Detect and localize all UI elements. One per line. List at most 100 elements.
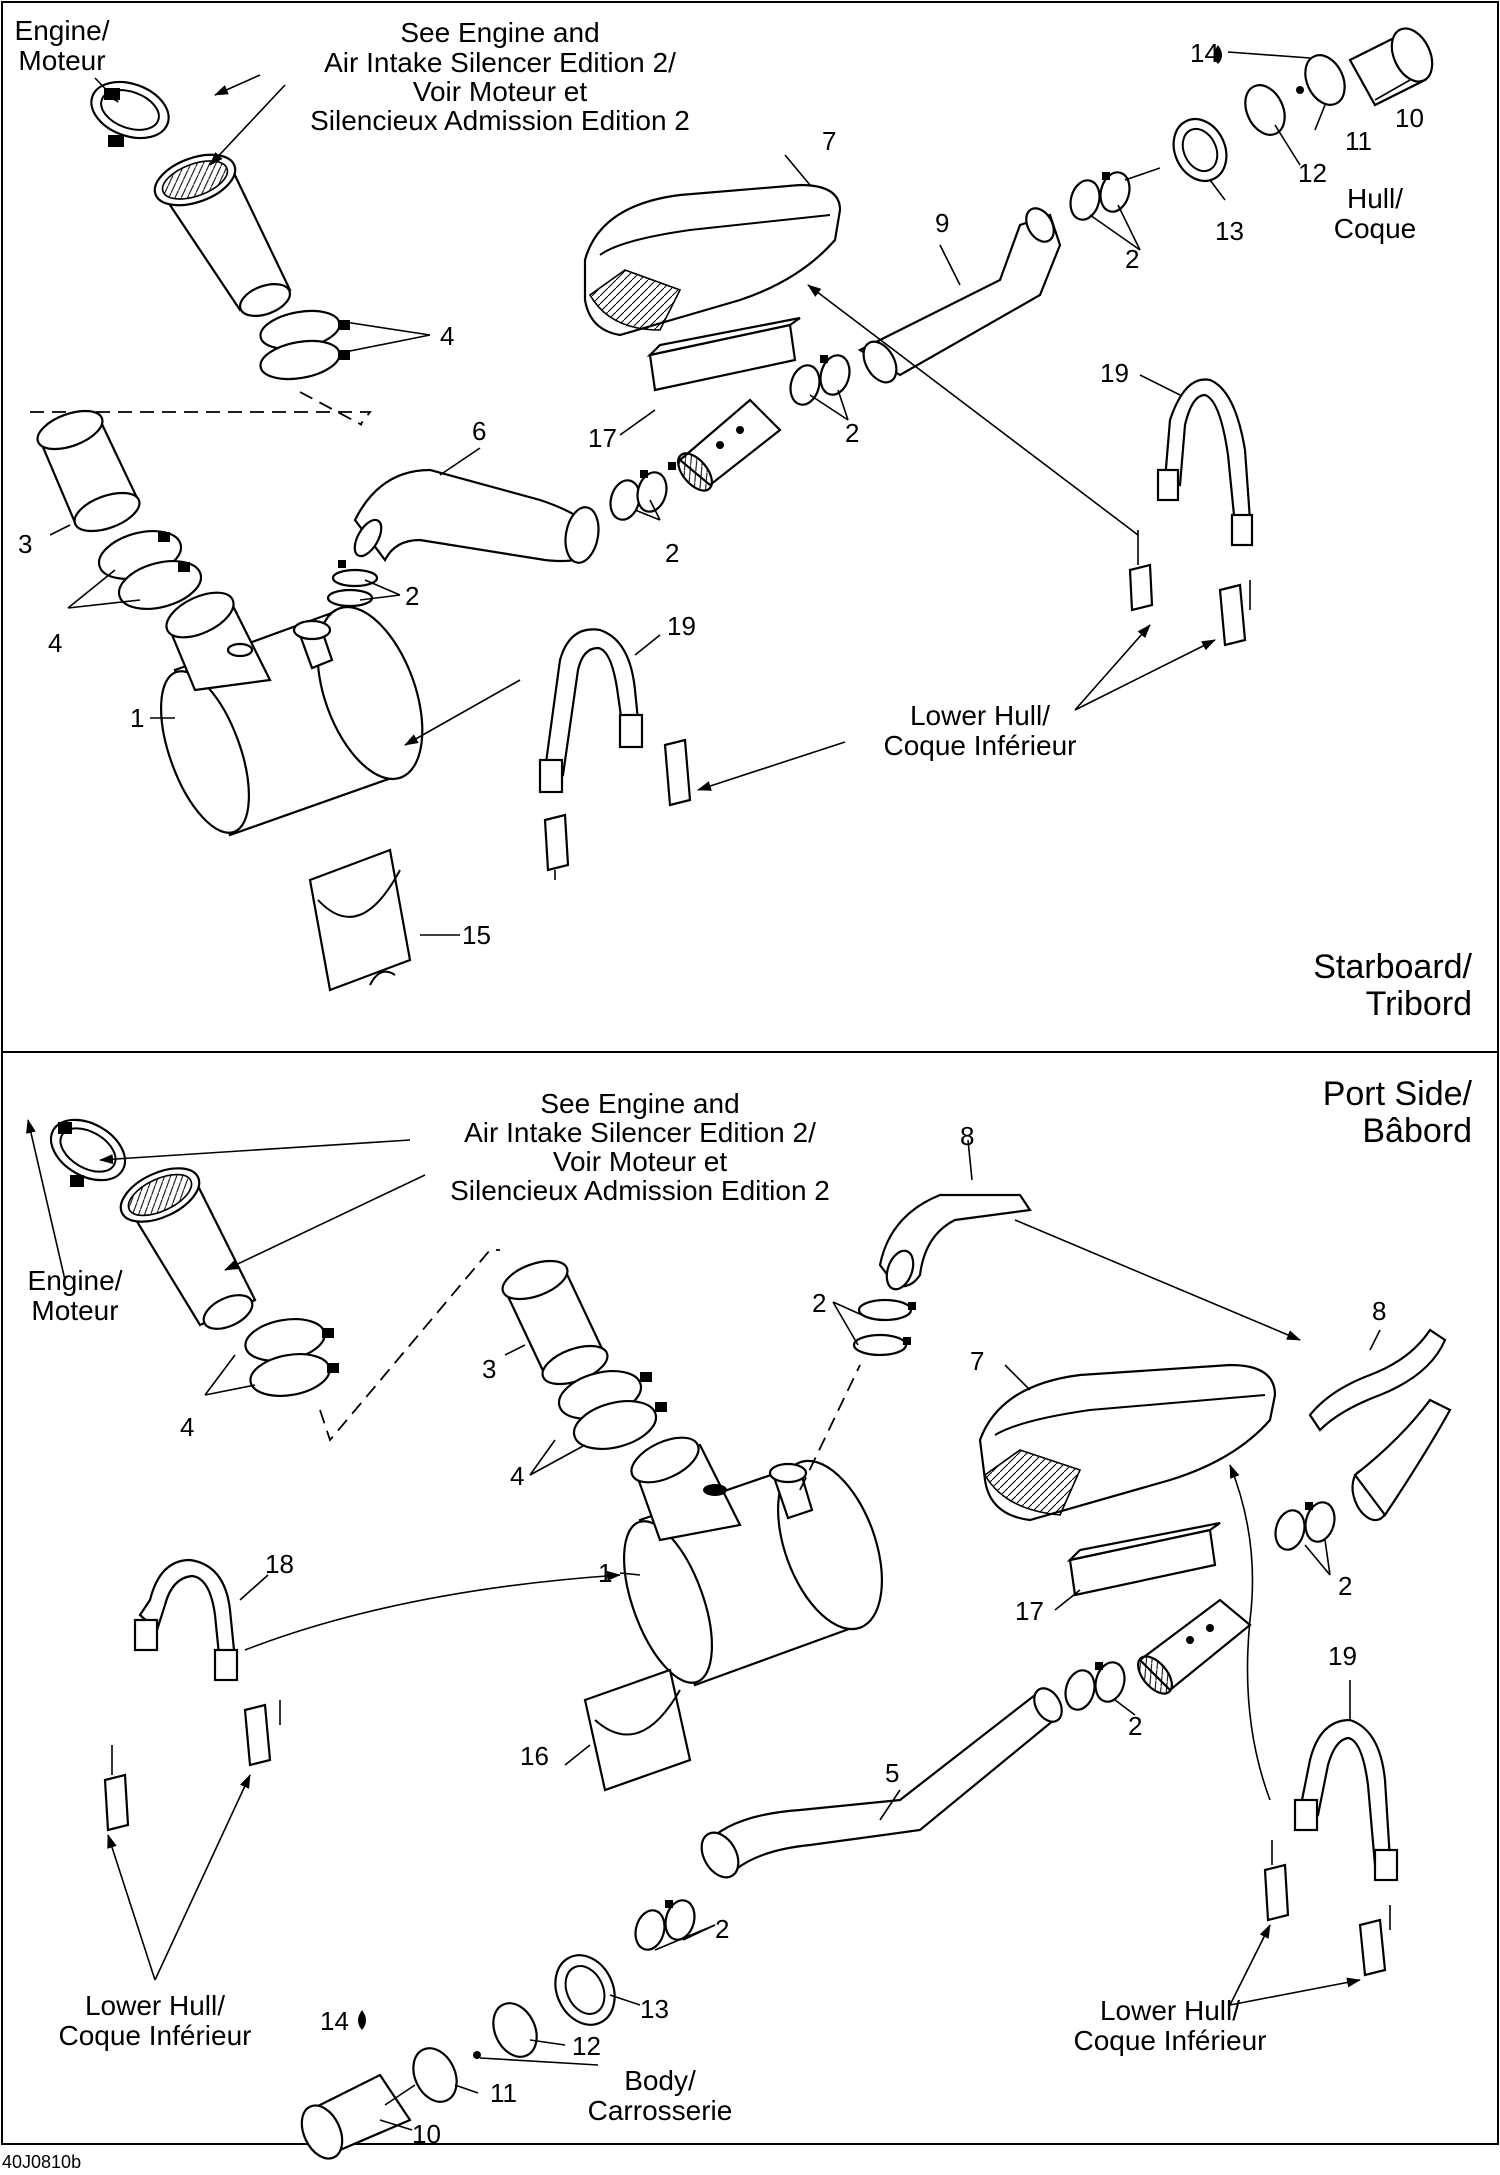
see-engine-line3: Voir Moteur et <box>553 1146 728 1177</box>
engine-connector-clamp-top <box>90 80 170 147</box>
connector-mesh-port <box>1137 1598 1252 1695</box>
bracket-upper-1 <box>1128 530 1154 612</box>
ring-13-port <box>554 1954 616 2026</box>
callout-2: 2 <box>1338 1571 1352 1601</box>
bracket-upper-2 <box>1218 580 1251 647</box>
bracket-port-left-1 <box>103 1745 130 1832</box>
lower-hull-label-line1: Lower Hull/ <box>910 700 1050 731</box>
lower-hull-left-line2: Coque Inférieur <box>58 2020 251 2051</box>
callout-2: 2 <box>665 538 679 568</box>
callout-1: 1 <box>130 703 144 733</box>
callout-5: 5 <box>885 1758 899 1788</box>
callout-14: 14 <box>1190 38 1219 68</box>
callout-2: 2 <box>1125 244 1139 274</box>
callout-7: 7 <box>970 1346 984 1376</box>
hull-label-line2: Coque <box>1334 213 1417 244</box>
lower-hull-left-line1: Lower Hull/ <box>85 1990 225 2021</box>
callout-15: 15 <box>462 920 491 950</box>
clamps-4-port-right <box>557 1370 667 1450</box>
small-clamps-2-port-d <box>634 1899 696 1951</box>
clamps-4-port-left <box>244 1318 339 1397</box>
bracket-lower-2 <box>663 738 692 807</box>
support-15 <box>308 848 412 992</box>
foam-block-17-port <box>1066 1521 1221 1597</box>
gasket-12-port <box>492 2002 538 2058</box>
callout-3: 3 <box>18 529 32 559</box>
see-engine-line2: Air Intake Silencer Edition 2/ <box>324 47 676 78</box>
callout-17: 17 <box>588 423 617 453</box>
muffler-1 <box>160 591 424 837</box>
small-clamps-2-port-c <box>1064 1661 1126 1711</box>
guide-line <box>30 411 372 426</box>
see-engine-line1: See Engine and <box>540 1088 739 1119</box>
callout-9: 9 <box>935 208 949 238</box>
hose-8-port-right <box>1308 1328 1452 1522</box>
port-labels: See Engine and Air Intake Silencer Editi… <box>28 1075 1473 2126</box>
callout-19: 19 <box>1100 358 1129 388</box>
small-clamps-2-a <box>326 560 379 608</box>
callout-17: 17 <box>1015 1596 1044 1626</box>
side-label-line2: Tribord <box>1366 985 1472 1023</box>
small-clamps-2-b <box>609 462 676 521</box>
engine-connector-clamp-port <box>49 1118 127 1187</box>
airbox-7 <box>583 183 842 337</box>
engine-label-line2: Moteur <box>31 1295 118 1326</box>
outlet-10 <box>1348 27 1434 107</box>
bracket-port-right-1 <box>1263 1840 1290 1922</box>
hose-5-port <box>700 1687 1063 1879</box>
side-label-line1: Port Side/ <box>1323 1075 1473 1113</box>
callout-4: 4 <box>510 1461 524 1491</box>
airbox-7-port <box>978 1363 1277 1522</box>
bracket-lower-1 <box>543 813 570 880</box>
callout-11: 11 <box>490 2078 517 2108</box>
sleeve-3-port <box>501 1259 609 1386</box>
ring-11 <box>1296 54 1346 106</box>
callout-2: 2 <box>1128 1711 1142 1741</box>
bracket-port-right-2 <box>1358 1905 1391 1977</box>
see-engine-line3: Voir Moteur et <box>413 76 588 107</box>
strap-18-port <box>133 1558 239 1682</box>
starboard-callouts: 14 10 11 12 13 7 9 2 4 19 6 17 2 3 2 2 4… <box>18 38 1424 950</box>
engine-label-line1: Engine/ <box>15 15 110 46</box>
ring-11-port <box>412 2047 481 2103</box>
callout-10: 10 <box>412 2119 441 2149</box>
guide-line <box>299 391 363 426</box>
gasket-12 <box>1244 84 1286 136</box>
callout-8: 8 <box>960 1121 974 1151</box>
engine-adapter-tube <box>153 153 292 317</box>
small-clamps-2-d <box>1069 171 1131 221</box>
muffler-1-port <box>623 1436 884 1687</box>
callout-1: 1 <box>598 1558 612 1588</box>
starboard-panel: Engine/ Moteur See Engine and Air Intake… <box>15 15 1473 1023</box>
ring-13 <box>1172 118 1228 182</box>
side-label-line2: Bâbord <box>1362 1112 1472 1150</box>
connector-mesh <box>677 398 782 492</box>
body-label-line2: Carrosserie <box>588 2095 733 2126</box>
small-clamps-2-c <box>789 354 851 406</box>
figure-code: 40J0810b <box>2 2152 81 2172</box>
small-clamps-2-port-b <box>1274 1501 1336 1551</box>
side-label-line1: Starboard/ <box>1313 948 1472 986</box>
foam-block-17 <box>646 316 801 392</box>
callout-19: 19 <box>1328 1641 1357 1671</box>
body-label-line1: Body/ <box>624 2065 696 2096</box>
strap-19-port <box>1293 1718 1399 1882</box>
bracket-port-left-2 <box>243 1700 281 1767</box>
callout-12: 12 <box>1298 158 1327 188</box>
callout-7: 7 <box>822 126 836 156</box>
callout-16: 16 <box>520 1741 549 1771</box>
sleeve-3 <box>36 409 141 533</box>
callout-13: 13 <box>640 1994 669 2024</box>
engine-adapter-tube-port <box>119 1167 257 1330</box>
support-16-port <box>583 1668 692 1792</box>
callout-6: 6 <box>472 416 486 446</box>
hose-9 <box>857 207 1062 384</box>
engine-label-line1: Engine/ <box>28 1265 123 1296</box>
callout-11: 11 <box>1345 126 1372 156</box>
see-engine-line2: Air Intake Silencer Edition 2/ <box>464 1117 816 1148</box>
callout-18: 18 <box>265 1549 294 1579</box>
clamps-4-top <box>259 309 350 381</box>
